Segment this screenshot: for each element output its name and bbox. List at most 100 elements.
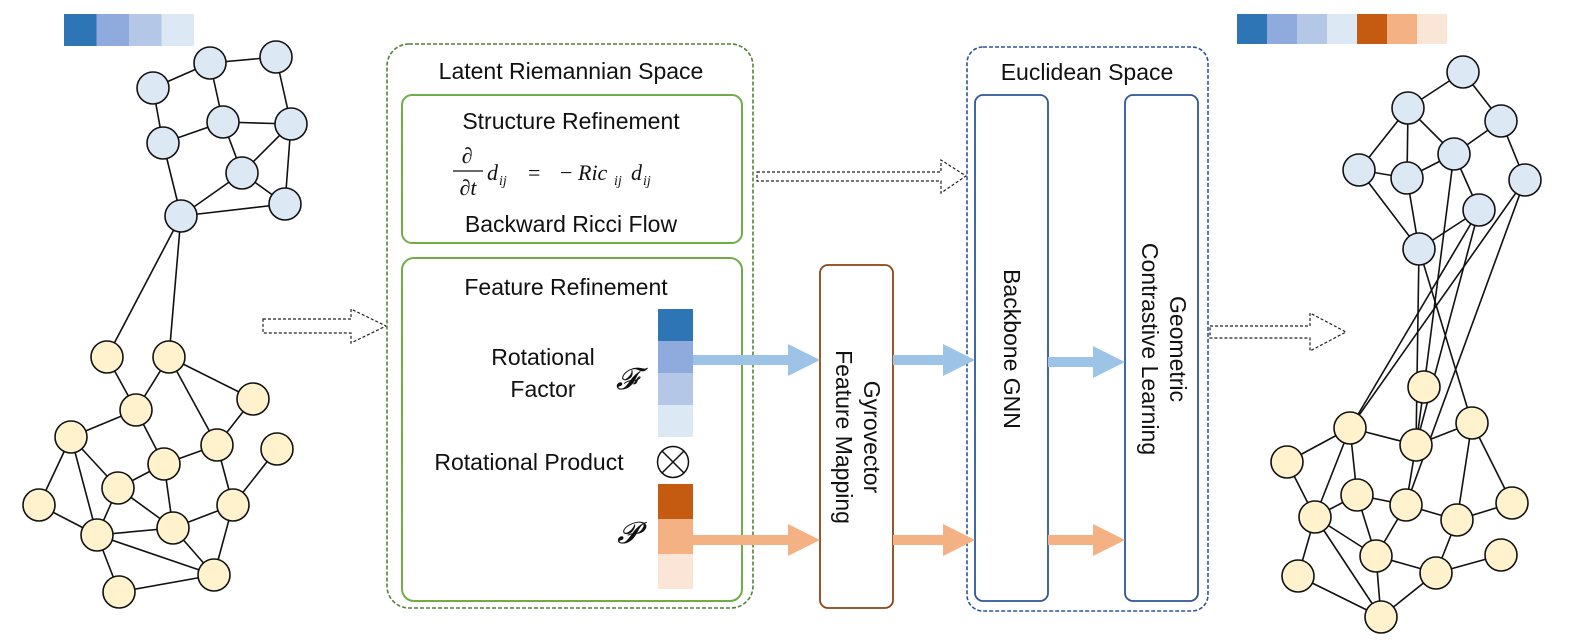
graph-node-blue [225,156,259,190]
equation-rhs-sub: ij [643,174,651,189]
flow-arrows [693,344,1125,556]
equation-lhs-d: d [487,160,499,185]
equation-ric-sub: ij [614,174,622,189]
graph-node-yellow [1281,559,1315,593]
legend-swatch [1297,14,1327,44]
graph-node-yellow [1333,411,1367,445]
graph-edge [70,436,98,536]
factor-strip-cell [658,405,693,437]
contrastive-label-line1: Geometric [1165,296,1191,402]
contrastive-label-line2: Contrastive Learning [1137,243,1163,455]
graph-node-yellow [1455,406,1489,440]
graph-node-yellow [80,518,114,552]
latent-space-title: Latent Riemannian Space [439,58,704,84]
input-to-latent-arrow [262,308,388,344]
output-color-legend [1237,14,1447,44]
equation-minus: − [560,160,572,185]
graph-node-blue [206,105,240,139]
graph-node-blue [1484,104,1518,138]
graph-node-yellow [102,575,136,609]
graph-node-blue [1391,91,1425,125]
legend-swatch [1357,14,1387,44]
graph-node-yellow [1359,539,1393,573]
graph-node-blue [193,46,227,80]
euclidean-space-title: Euclidean Space [1001,59,1174,85]
graph-edge [106,215,182,358]
graph-node-yellow [197,558,231,592]
legend-swatch [64,14,97,46]
graph-edge [1423,153,1455,388]
factor-symbol-f: 𝓕 [616,363,649,396]
product-to-gyro-arrow [693,524,820,556]
graph-node-yellow [1399,428,1433,462]
graph-node-yellow [22,488,56,522]
rotational-product-label: Rotational Product [434,449,624,475]
output-graph [1237,14,1542,634]
graph-node-blue [1342,153,1376,187]
backward-ricci-flow-label: Backward Ricci Flow [465,211,678,237]
latent-space-border [386,43,754,609]
backbone-gnn-box [974,94,1049,602]
graph-node-blue [1437,137,1471,171]
graph-edge [180,203,286,217]
graph-node-yellow [200,428,234,462]
legend-swatch [1417,14,1447,44]
legend-swatch [96,14,129,46]
graph-node-yellow [152,340,186,374]
graph-node-yellow [1270,445,1304,479]
gyrovector-label-line2: Feature Mapping [831,350,857,524]
feature-refinement-box [401,257,743,602]
product-strip-cell [658,484,693,519]
graph-node-blue [1446,55,1480,89]
graph-node-blue [1390,161,1424,195]
graph-node-yellow [1484,538,1518,572]
graph-edge [1349,209,1480,429]
geometric-contrastive-learning-box [1124,94,1199,602]
graph-node-yellow [1407,370,1441,404]
graph-node-yellow [1440,503,1474,537]
graph-edge [1415,209,1480,446]
gyrovector-label-line1: Gyrovector [859,381,885,494]
legend-swatch [1237,14,1267,44]
gyrovector-feature-mapping-box [819,264,894,609]
graph-edge [96,534,215,576]
legend-swatch [129,14,162,46]
equation-rhs-d: d [631,160,643,185]
euclidean-space: Euclidean Space Backbone GNN Geometric C… [966,46,1209,612]
graph-node-yellow [1298,500,1332,534]
rotational-factor-label-line1: Rotational [491,344,595,370]
graph-node-blue [146,126,180,160]
gyro-to-backbone-arrow-orange [893,524,975,556]
latent-riemannian-space: Latent Riemannian Space Structure Refine… [386,43,754,609]
graph-node-yellow [156,511,190,545]
backbone-gnn-label: Backbone GNN [999,269,1025,429]
equation-equals: = [528,160,540,185]
input-graph [22,14,308,609]
graph-node-blue [259,40,293,74]
product-strip-cell [658,519,693,554]
factor-strip-cell [658,309,693,341]
equation-partial-denominator: ∂t [460,175,478,200]
graph-node-blue [1462,193,1496,227]
rotational-factor-strip [658,309,693,437]
graph-edge [1415,248,1420,446]
graph-node-blue [274,107,308,141]
structure-refinement-title: Structure Refinement [462,108,680,134]
graph-node-yellow [119,393,153,427]
graph-node-yellow [236,382,270,416]
equation-ric: Ric [577,160,608,185]
equation-lhs-sub: ij [499,174,507,189]
graph-node-yellow [1389,488,1423,522]
backbone-to-contrastive-arrow-orange [1048,524,1125,556]
graph-edge [168,215,182,358]
rotational-factor-label-line2: Factor [510,376,576,402]
euclidean-space-border [966,46,1209,612]
otimes-icon [656,445,690,479]
gyro-to-backbone-arrow-blue [893,344,975,376]
graph-node-yellow [147,447,181,481]
equation-partial-numerator: ∂ [462,143,473,168]
legend-swatch [1387,14,1417,44]
graph-node-yellow [1340,478,1374,512]
euclidean-to-output-arrow [1209,312,1348,352]
